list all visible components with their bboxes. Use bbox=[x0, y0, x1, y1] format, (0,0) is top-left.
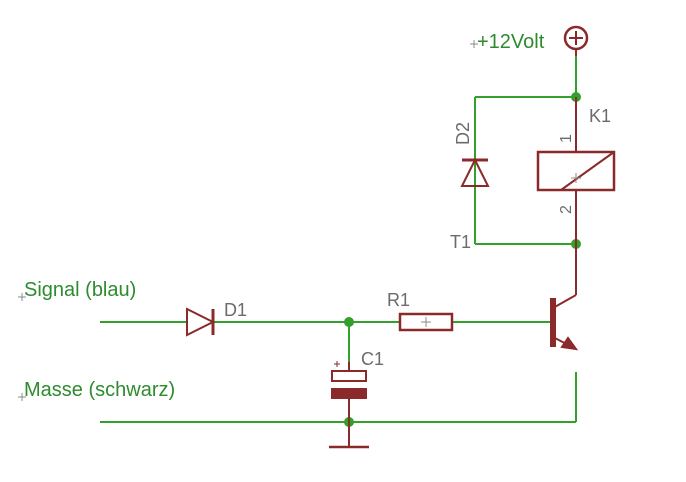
label-t1: T1 bbox=[450, 232, 471, 252]
label-ground: Masse (schwarz) bbox=[24, 379, 175, 401]
label-r1: R1 bbox=[387, 290, 410, 310]
label-supply: +12Volt bbox=[477, 31, 545, 53]
relay-coil-icon bbox=[536, 150, 616, 192]
capacitor-c1 bbox=[331, 361, 367, 447]
label-k1: K1 bbox=[589, 106, 611, 126]
relay-k1 bbox=[536, 97, 616, 244]
label-relay-pin2: 2 bbox=[558, 205, 575, 214]
transistor-t1 bbox=[550, 244, 579, 351]
diode-d1 bbox=[186, 307, 216, 337]
components bbox=[186, 25, 616, 449]
d2-triangle-icon bbox=[460, 157, 490, 187]
label-d1: D1 bbox=[224, 300, 247, 320]
t1-collector-diag bbox=[552, 294, 577, 309]
origin-markers bbox=[18, 40, 581, 401]
supply-symbol bbox=[563, 25, 589, 56]
r1-body-icon bbox=[398, 312, 454, 332]
relay-diagonal bbox=[560, 151, 615, 191]
c1-plate-positive bbox=[331, 370, 367, 382]
junction-base-node bbox=[344, 317, 354, 327]
d1-triangle-icon bbox=[186, 307, 216, 337]
label-signal: Signal (blau) bbox=[24, 279, 136, 301]
label-relay-pin1: 1 bbox=[558, 134, 575, 143]
label-d2: D2 bbox=[453, 122, 473, 145]
label-c1: C1 bbox=[361, 349, 384, 369]
diode-d2 bbox=[460, 157, 490, 187]
t1-emitter-arrow-icon bbox=[560, 336, 579, 351]
wires bbox=[100, 50, 577, 423]
resistor-r1 bbox=[398, 312, 454, 332]
c1-plate-negative bbox=[331, 388, 367, 399]
